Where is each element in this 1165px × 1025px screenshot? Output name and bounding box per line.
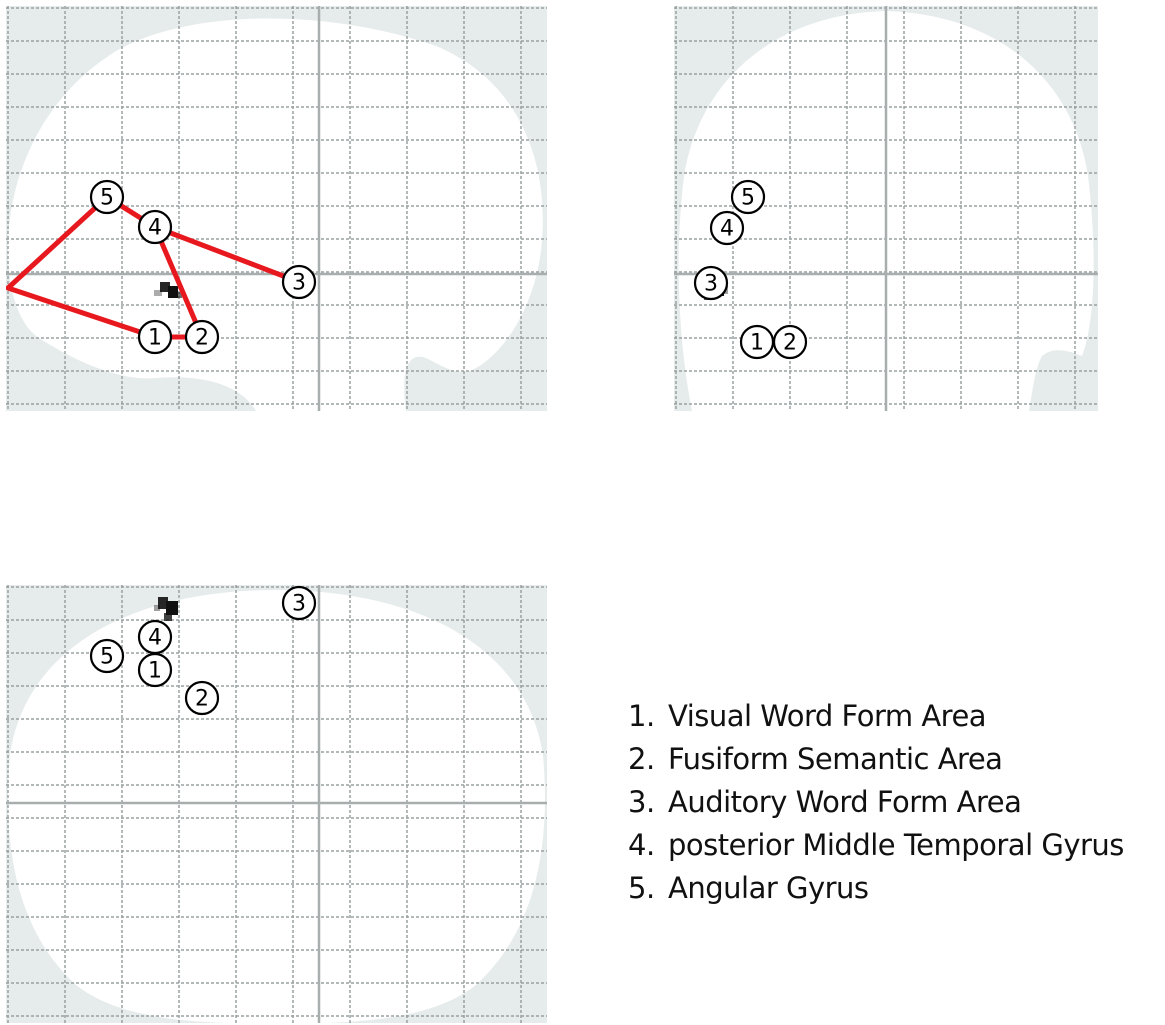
legend-item: 4. posterior Middle Temporal Gyrus — [628, 824, 1124, 867]
node-label: 3 — [292, 592, 306, 617]
legend-item: 2. Fusiform Semantic Area — [628, 738, 1124, 781]
legend-item: 5. Angular Gyrus — [628, 867, 1124, 910]
node-label: 4 — [148, 626, 162, 651]
axial-brain-map: 1 2 3 4 5 — [6, 585, 547, 1023]
node-circle — [772, 324, 808, 360]
region-nodes: 1 2 3 4 5 — [89, 585, 317, 716]
axial-panel: 1 2 3 4 5 — [6, 585, 547, 1023]
region-node-1: 1 — [137, 652, 173, 688]
legend-label: Auditory Word Form Area — [668, 785, 1022, 819]
region-node-5: 5 — [89, 179, 125, 215]
grid-lines — [6, 6, 547, 411]
legend-item: 1. Visual Word Form Area — [628, 695, 1124, 738]
brain-silhouette — [7, 18, 543, 411]
region-node-1: 1 — [739, 324, 775, 360]
sagittal-brain-map: 1 2 3 4 5 — [6, 6, 547, 411]
legend-label: Angular Gyrus — [668, 871, 869, 905]
node-circle — [730, 179, 766, 215]
region-node-3: 3 — [693, 265, 729, 301]
node-label: 2 — [195, 687, 209, 712]
brain-silhouette — [7, 590, 545, 1023]
node-label: 2 — [195, 326, 209, 351]
connection-1-5 — [6, 195, 156, 340]
region-node-3: 3 — [281, 264, 317, 300]
node-circle — [281, 585, 317, 621]
node-circle — [137, 209, 173, 245]
node-circle — [137, 619, 173, 655]
region-node-1: 1 — [137, 319, 173, 355]
node-label: 4 — [148, 216, 162, 241]
legend-number: 3. — [628, 785, 655, 819]
node-circle — [89, 638, 125, 674]
node-label: 4 — [720, 217, 734, 242]
region-node-3: 3 — [281, 585, 317, 621]
legend-number: 2. — [628, 742, 655, 776]
region-node-2: 2 — [772, 324, 808, 360]
legend-number: 4. — [628, 828, 655, 862]
activation-blob — [154, 597, 178, 621]
node-label: 5 — [100, 645, 114, 670]
node-label: 1 — [750, 331, 764, 356]
region-node-5: 5 — [730, 179, 766, 215]
node-label: 5 — [100, 186, 114, 211]
region-nodes: 1 2 3 4 5 — [89, 179, 317, 355]
node-circle — [137, 319, 173, 355]
region-node-4: 4 — [709, 210, 745, 246]
node-circle — [709, 210, 745, 246]
node-label: 5 — [741, 186, 755, 211]
node-label: 1 — [148, 659, 162, 684]
region-node-2: 2 — [184, 319, 220, 355]
grid-lines — [6, 585, 547, 1023]
legend-number: 1. — [628, 699, 655, 733]
activation-blob — [154, 282, 182, 298]
node-label: 3 — [704, 272, 718, 297]
legend-label: Visual Word Form Area — [668, 699, 987, 733]
sagittal-panel: 1 2 3 4 5 — [6, 6, 547, 411]
region-node-5: 5 — [89, 638, 125, 674]
node-circle — [281, 264, 317, 300]
region-node-4: 4 — [137, 619, 173, 655]
region-node-2: 2 — [184, 680, 220, 716]
legend-item: 3. Auditory Word Form Area — [628, 781, 1124, 824]
node-circle — [184, 319, 220, 355]
legend-label: Fusiform Semantic Area — [668, 742, 1003, 776]
node-circle — [693, 265, 729, 301]
node-circle — [184, 680, 220, 716]
legend-number: 5. — [628, 871, 655, 905]
region-legend: 1. Visual Word Form Area 2. Fusiform Seman… — [628, 695, 1124, 910]
connection-4-3 — [154, 224, 300, 285]
legend-label: posterior Middle Temporal Gyrus — [668, 828, 1124, 862]
node-circle — [89, 179, 125, 215]
region-node-4: 4 — [137, 209, 173, 245]
node-label: 3 — [292, 271, 306, 296]
connection-4-2 — [152, 226, 205, 338]
node-label: 1 — [148, 326, 162, 351]
node-label: 2 — [783, 331, 797, 356]
